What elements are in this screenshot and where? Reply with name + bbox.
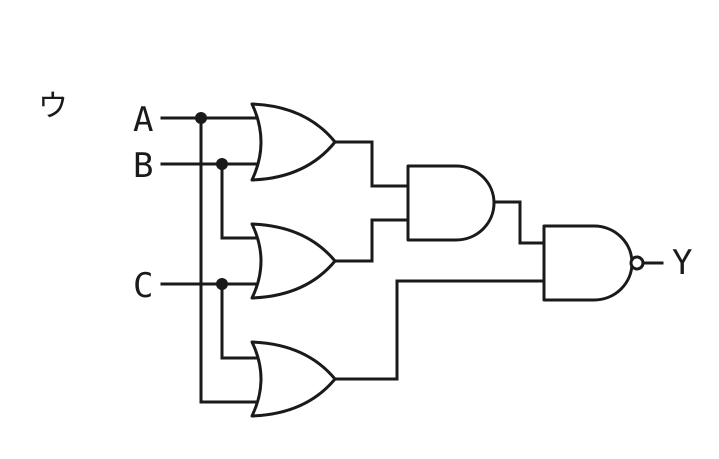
- or-gate-2: [250, 222, 337, 300]
- nand-gate: [542, 224, 634, 302]
- or-gate-1: [250, 102, 337, 182]
- problem-option-label: ウ: [38, 89, 68, 124]
- junction-dot-b: [216, 158, 228, 170]
- input-label-b: B: [133, 146, 153, 186]
- wire-or2-to-and: [333, 218, 417, 263]
- and-gate: [406, 164, 496, 242]
- input-label-c: C: [133, 266, 153, 306]
- wire-or3-to-nand: [333, 279, 552, 381]
- wire-branch-c: [220, 282, 265, 360]
- input-label-a: A: [133, 100, 153, 140]
- or-gate-3: [250, 340, 337, 418]
- wire-branch-a: [199, 116, 265, 404]
- nand-inversion-bubble: [629, 255, 645, 271]
- wire-or1-to-and: [333, 140, 417, 188]
- wire-and-to-nand: [491, 200, 552, 245]
- junction-dot-c: [216, 278, 228, 290]
- wire-branch-b: [220, 162, 265, 240]
- junction-dot-a: [195, 112, 207, 124]
- output-label-y: Y: [672, 243, 692, 283]
